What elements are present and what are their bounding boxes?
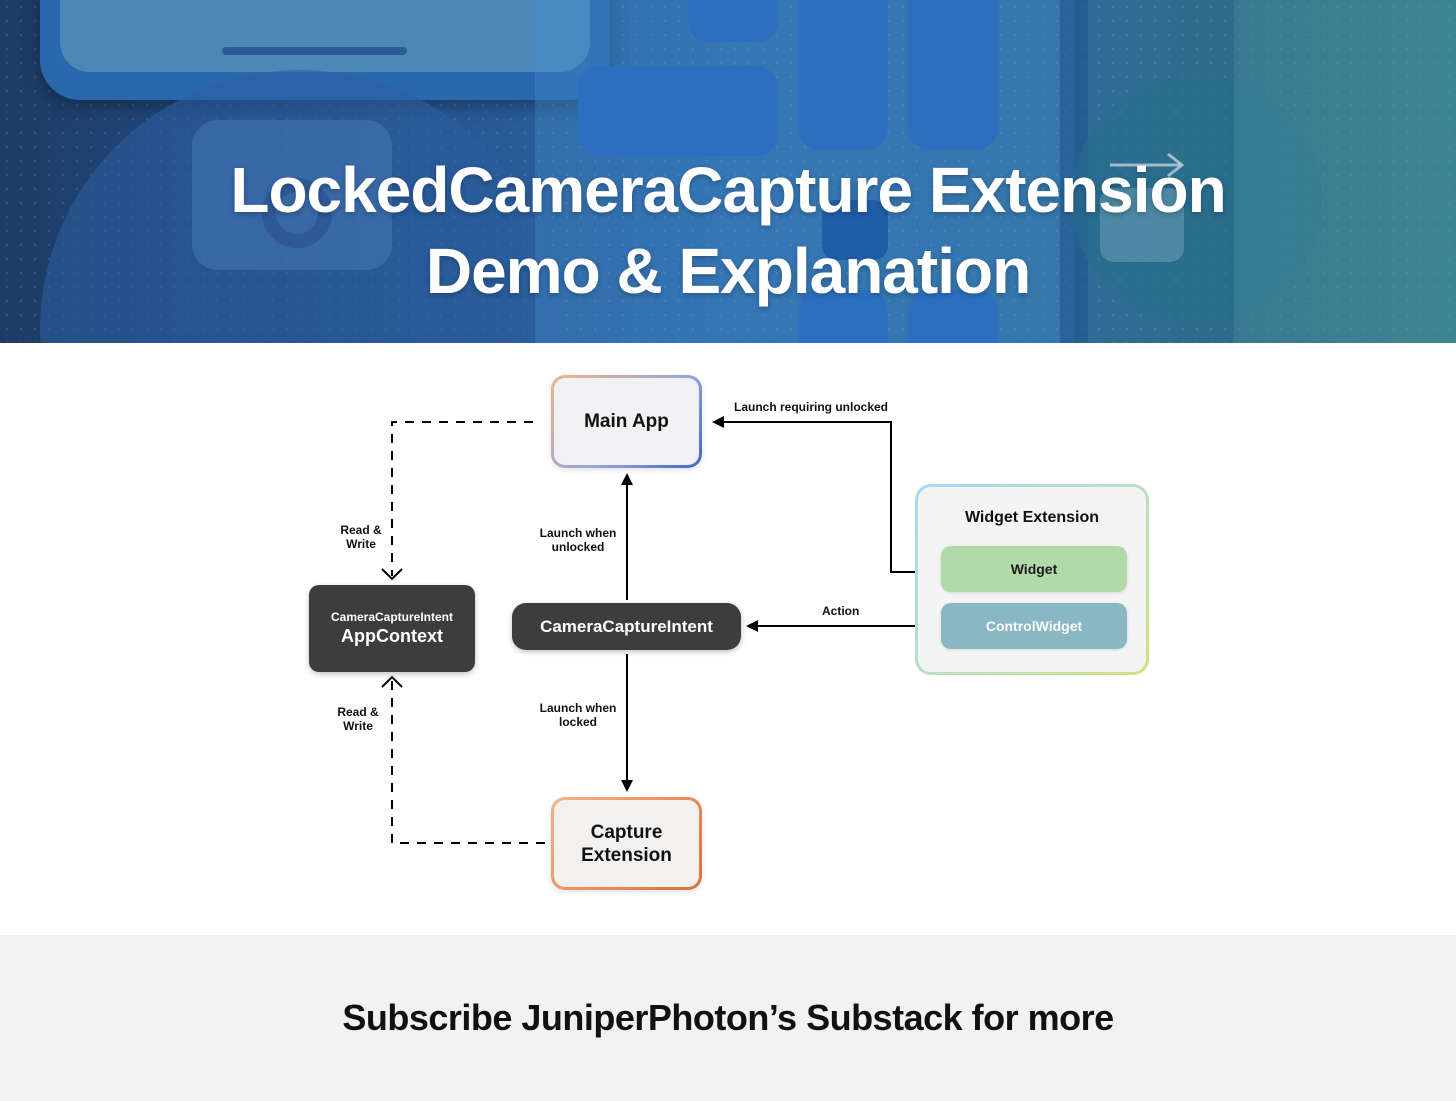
banner-tile-6 xyxy=(908,290,998,343)
banner-tile-5 xyxy=(798,290,888,343)
control-widget-node: ControlWidget xyxy=(941,603,1127,649)
capture-extension-node: Capture Extension xyxy=(551,797,702,890)
diagram-connectors xyxy=(381,416,938,844)
edge-label-launch-when-unlocked-line1: Launch when xyxy=(539,526,617,540)
widget-extension-title: Widget Extension xyxy=(964,509,1100,526)
edge-label-read-write-bottom-line1: Read & xyxy=(337,705,379,719)
edge-label-launch-when-unlocked-line2: unlocked xyxy=(551,540,605,554)
edge-label-launch-when-locked: Launch when locked xyxy=(528,701,628,729)
capture-extension-label-line1: Capture xyxy=(590,821,663,843)
banner-tile-3 xyxy=(798,0,888,150)
camera-capture-intent-label: CameraCaptureIntent xyxy=(540,616,713,636)
banner-tile-4 xyxy=(908,0,998,150)
launch-requiring-unlocked-arrow xyxy=(712,416,938,573)
edge-label-read-write-top: Read & Write xyxy=(331,523,391,551)
banner-right-circle xyxy=(1072,75,1322,325)
widget-extension-group: Widget Extension Widget ControlWidget xyxy=(915,484,1149,675)
banner-small-camera-icon xyxy=(822,200,888,260)
camera-capture-intent-node: CameraCaptureIntent xyxy=(512,603,741,650)
banner-title-line2: Demo & Explanation xyxy=(425,235,1031,307)
read-write-bottom-connector xyxy=(391,681,545,844)
banner-phone-inner xyxy=(60,0,590,72)
main-app-node: Main App xyxy=(551,375,702,468)
footer-cta-panel: Subscribe JuniperPhoton’s Substack for m… xyxy=(0,935,1456,1101)
edge-label-launch-when-unlocked: Launch when unlocked xyxy=(528,526,628,554)
hero-banner: LockedCameraCapture Extension Demo & Exp… xyxy=(0,0,1456,343)
app-context-label: AppContext xyxy=(341,626,443,646)
widget-label: Widget xyxy=(1010,561,1058,577)
app-context-sublabel: CameraCaptureIntent xyxy=(330,610,454,624)
banner-home-bar xyxy=(222,47,407,55)
main-app-label: Main App xyxy=(584,411,669,432)
edge-label-launch-when-locked-line1: Launch when xyxy=(539,701,617,715)
banner-tile-1 xyxy=(578,66,778,156)
app-context-node: CameraCaptureIntent AppContext xyxy=(309,585,475,672)
banner-tile-2 xyxy=(688,0,778,42)
edge-label-launch-when-locked-line2: locked xyxy=(558,715,597,729)
read-write-bottom-arrowhead xyxy=(381,675,403,688)
read-write-top-arrowhead xyxy=(381,568,403,581)
edge-label-action: Action xyxy=(822,604,860,618)
banner-right-camera-icon xyxy=(1100,188,1184,262)
edge-label-read-write-bottom-line2: Write xyxy=(343,719,373,733)
edge-label-read-write-bottom: Read & Write xyxy=(328,705,388,733)
edge-label-launch-requiring-unlocked: Launch requiring unlocked xyxy=(734,400,889,414)
capture-extension-label-line2: Extension xyxy=(581,844,672,866)
banner-arrow-icon xyxy=(1110,152,1185,178)
architecture-diagram: Main App CameraCaptureIntent CameraCaptu… xyxy=(0,343,1456,935)
edge-label-read-write-top-line2: Write xyxy=(346,537,376,551)
widget-node: Widget xyxy=(941,546,1127,592)
subscribe-cta-text: Subscribe JuniperPhoton’s Substack for m… xyxy=(342,997,1114,1038)
edge-label-read-write-top-line1: Read & xyxy=(340,523,382,537)
read-write-top-connector xyxy=(391,421,533,576)
banner-title-line1: LockedCameraCapture Extension xyxy=(230,154,1226,226)
control-widget-label: ControlWidget xyxy=(985,618,1083,634)
banner-right-pane xyxy=(1234,0,1456,343)
